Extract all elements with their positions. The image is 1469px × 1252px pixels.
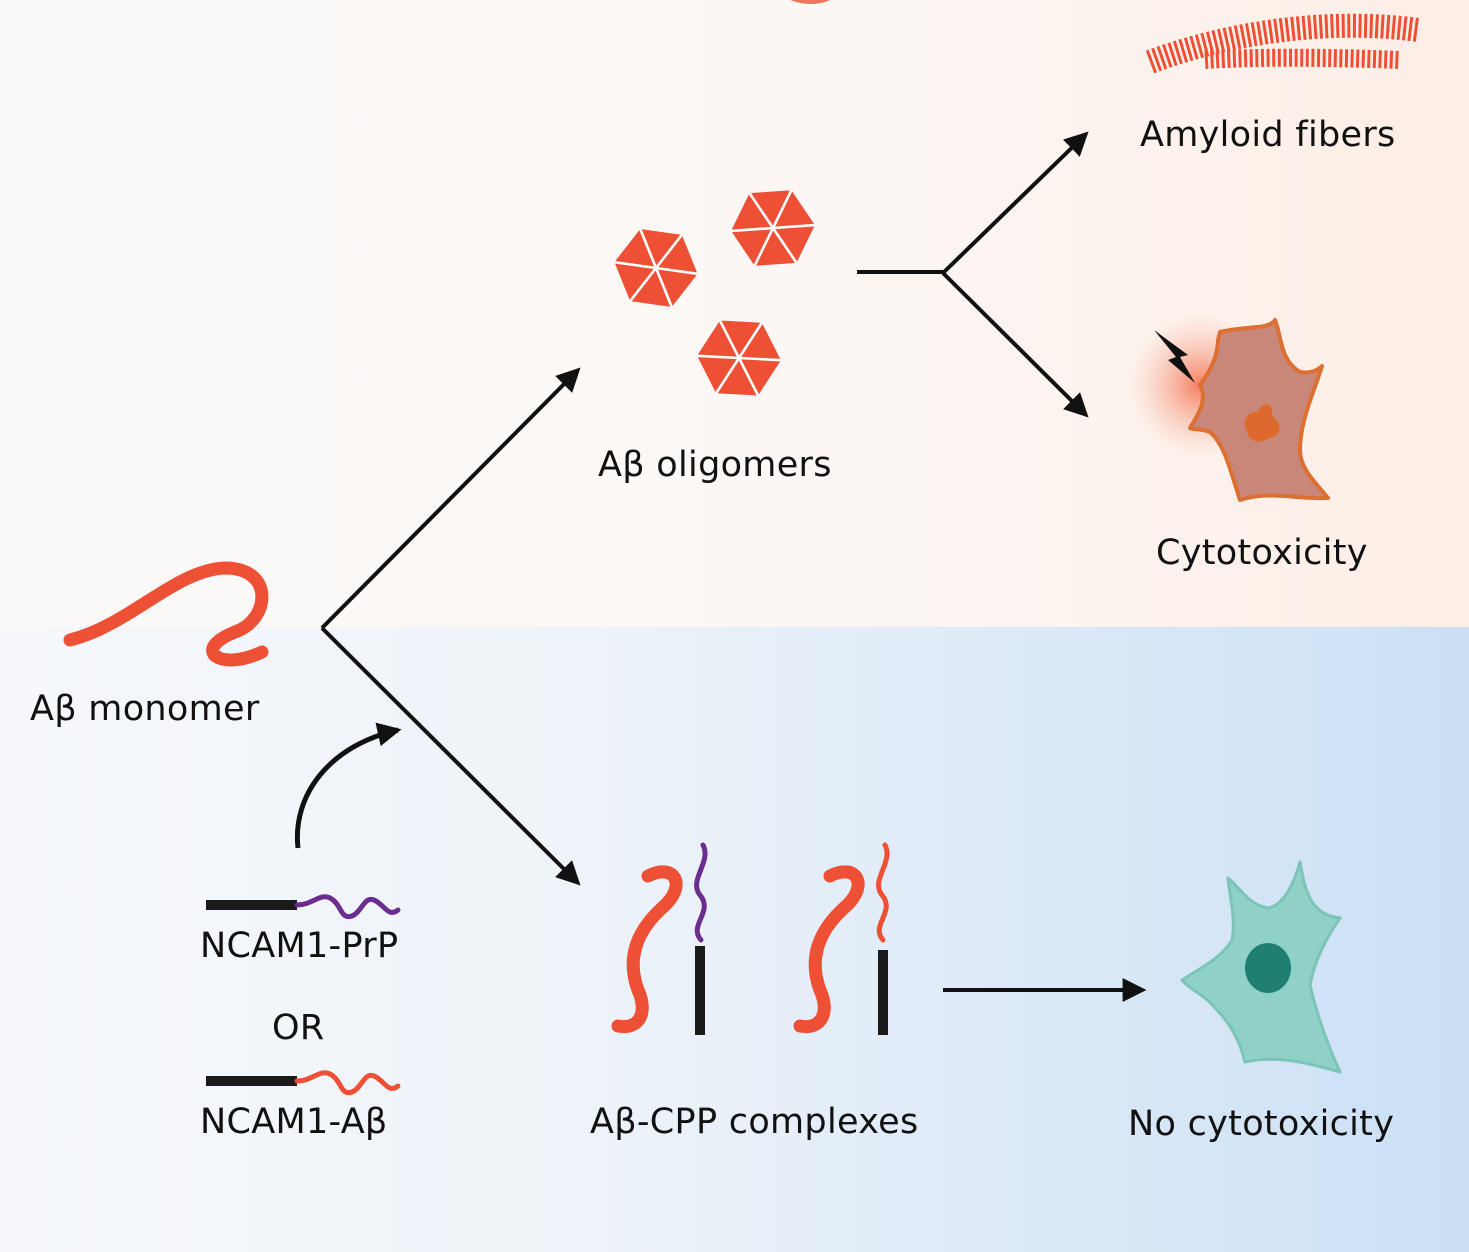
curved-arrow-cpp <box>294 722 402 849</box>
abeta-monomer-icon <box>63 561 269 667</box>
no-cytotoxicity-label: No cytotoxicity <box>1128 1104 1395 1144</box>
amyloid-fibers-label: Amyloid fibers <box>1140 115 1396 155</box>
cpp-construct-icon <box>206 1070 401 1096</box>
abeta-monomer-label: Aβ monomer <box>30 689 260 729</box>
ncam1-abeta-label: NCAM1-Aβ <box>200 1102 388 1142</box>
abeta-cpp-complex-icon <box>611 842 708 1035</box>
amyloid-fiber-icon <box>1145 13 1420 74</box>
arrow-to-fibers <box>941 131 1089 275</box>
or-label: OR <box>272 1008 325 1048</box>
arrow-to-oligomers <box>320 367 581 630</box>
healthy-cell-icon <box>1180 860 1342 1074</box>
ncam1-prp-label: NCAM1-PrP <box>200 926 399 966</box>
cropped-shape <box>790 0 830 4</box>
abeta-oligomers-label: Aβ oligomers <box>598 445 832 485</box>
top-panel-background <box>0 0 1469 627</box>
bottom-panel-background <box>0 627 1469 1252</box>
cytotoxicity-label: Cytotoxicity <box>1156 533 1368 573</box>
cpp-construct-icon <box>206 894 401 920</box>
arrow-to-complexes <box>320 626 581 886</box>
abeta-cpp-complexes-label: Aβ-CPP complexes <box>590 1102 919 1142</box>
abeta-cpp-complex-icon <box>793 842 890 1035</box>
branch-arrows <box>320 367 581 886</box>
damaged-cell-icon <box>1128 313 1330 502</box>
lightning-icon <box>1154 330 1195 383</box>
oligomer-fork-arrows <box>857 131 1089 418</box>
arrow-to-cytotoxicity <box>941 271 1089 418</box>
